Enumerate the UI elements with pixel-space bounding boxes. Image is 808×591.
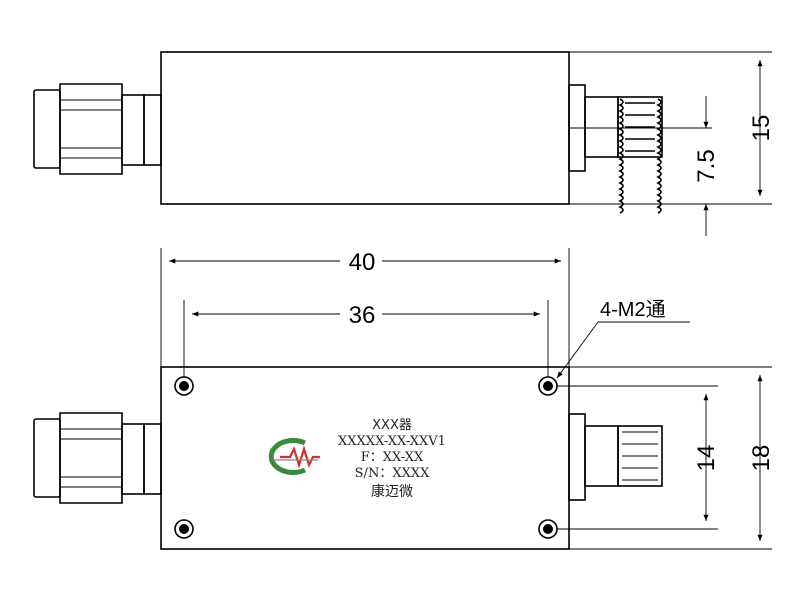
dim-length-text: 40: [349, 249, 376, 276]
label-line4: S/N：XXXX: [355, 466, 430, 481]
company-logo: [268, 438, 320, 475]
top-right-connector: [568, 84, 663, 214]
bottom-view: XXX器 XXXXX-XX-XXV1 F：XX-XX S/N：XXXX 康迈微: [33, 366, 663, 550]
mounting-hole-tl: [174, 376, 194, 396]
dim-hole-spacing: 36: [183, 300, 549, 377]
bottom-right-connector: [568, 413, 663, 501]
dim-hole-vertical: 14: [557, 385, 720, 530]
top-view: [33, 51, 712, 214]
dim-top-half-text: 7.5: [693, 149, 720, 182]
dim-hole-spacing-text: 36: [349, 302, 376, 329]
label-line2: XXXXX-XX-XXV1: [338, 434, 446, 449]
dim-top-height: 15: [569, 51, 775, 205]
label-line1: XXX器: [372, 418, 412, 433]
dim-top-height-text: 15: [748, 115, 775, 142]
hole-callout: 4-M2通: [556, 298, 690, 379]
dim-hole-vertical-text: 14: [693, 445, 720, 472]
mounting-hole-bl: [174, 519, 194, 539]
top-body: [160, 51, 570, 205]
bottom-left-connector: [33, 412, 162, 504]
mounting-hole-br: [538, 519, 558, 539]
product-label: XXX器 XXXXX-XX-XXV1 F：XX-XX S/N：XXXX 康迈微: [338, 418, 446, 500]
dim-length: 40: [160, 248, 570, 367]
top-left-connector: [33, 83, 162, 175]
label-line5: 康迈微: [371, 483, 413, 500]
dim-bottom-height-text: 18: [748, 445, 775, 472]
hole-callout-text: 4-M2通: [600, 298, 666, 321]
dim-bottom-height: 18: [569, 366, 775, 550]
mounting-hole-tr: [538, 376, 558, 396]
label-line3: F：XX-XX: [361, 450, 424, 465]
dim-top-half: 7.5: [693, 96, 720, 236]
